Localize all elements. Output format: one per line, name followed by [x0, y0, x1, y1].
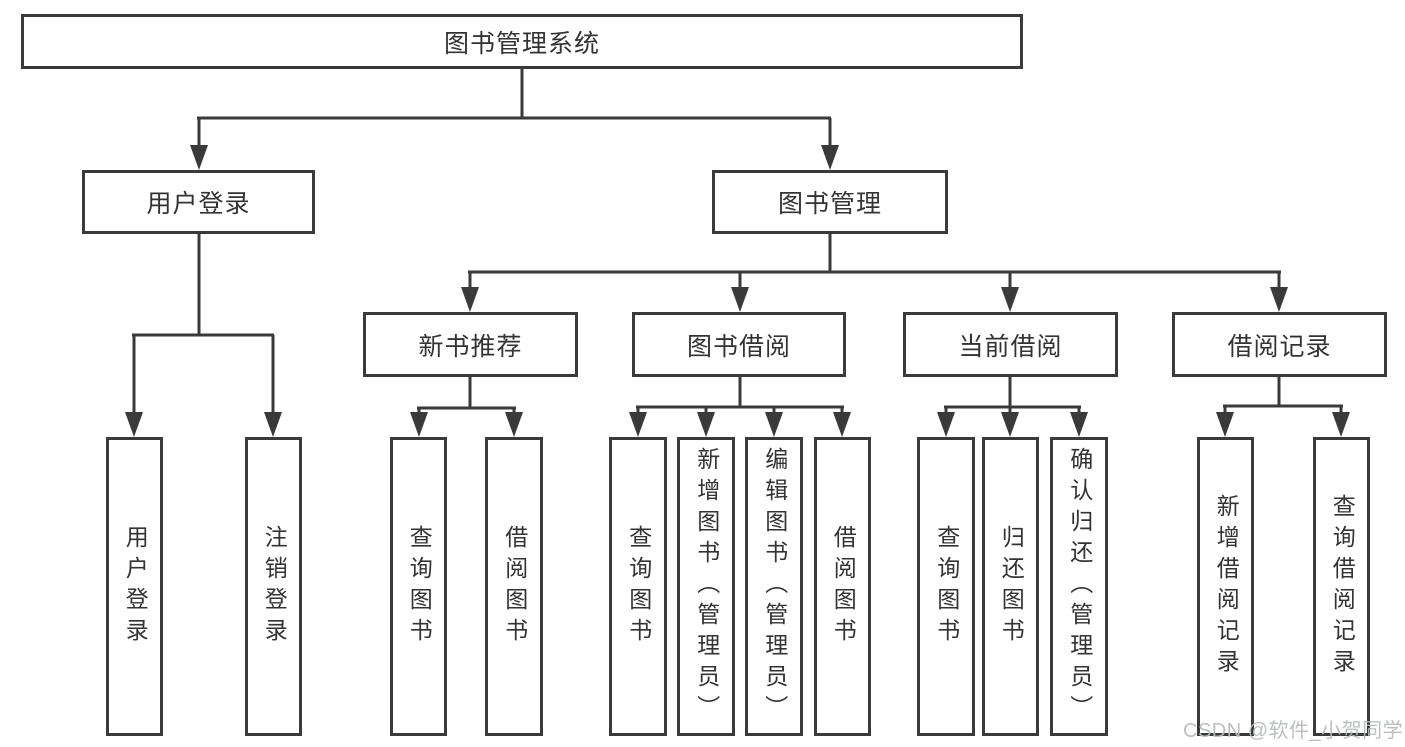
- arrow-down-icon: [821, 145, 839, 170]
- csdn-watermark: CSDN @软件_小贺同学: [1183, 720, 1404, 742]
- node-leaf-query-borrow-record: 查询借阅记录: [1313, 437, 1370, 736]
- arrow-down-icon: [1216, 412, 1234, 437]
- connector-current-borrowing-to-leaves: [937, 377, 1088, 437]
- node-label: 用户登录: [122, 524, 149, 649]
- node-leaf-add-book-admin: 新增图书（管理员）: [677, 437, 735, 736]
- node-label: 新增图书（管理员）: [693, 447, 720, 726]
- node-label: 编辑图书（管理员）: [761, 447, 788, 726]
- connector-new-book-recommend-to-leaves: [410, 377, 523, 437]
- node-label: 查询图书: [933, 524, 960, 649]
- arrow-down-icon: [1001, 287, 1019, 312]
- node-leaf-query-books-borrowing: 查询图书: [609, 437, 667, 736]
- arrow-down-icon: [937, 412, 955, 437]
- arrow-down-icon: [1070, 412, 1088, 437]
- node-leaf-borrow-books-recommend: 借阅图书: [485, 437, 543, 736]
- node-label: 查询借阅记录: [1329, 493, 1356, 680]
- node-label: 图书管理: [777, 190, 882, 218]
- arrow-down-icon: [629, 412, 647, 437]
- node-label: 用户登录: [146, 190, 251, 218]
- node-leaf-add-borrow-record: 新增借阅记录: [1197, 437, 1254, 736]
- node-label: 归还图书: [998, 524, 1025, 649]
- node-label: 查询图书: [406, 524, 433, 649]
- node-label: 图书借阅: [686, 332, 791, 361]
- connector-book-borrowing-to-leaves: [629, 377, 851, 437]
- node-leaf-query-books-current: 查询图书: [917, 437, 975, 736]
- arrow-down-icon: [461, 287, 479, 312]
- node-borrowing-records: 借阅记录: [1172, 312, 1387, 377]
- node-label: 当前借阅: [958, 332, 1063, 361]
- arrow-down-icon: [697, 412, 715, 437]
- arrow-down-icon: [731, 287, 749, 312]
- node-book-borrowing: 图书借阅: [632, 312, 846, 377]
- node-leaf-edit-book-admin: 编辑图书（管理员）: [745, 437, 803, 736]
- node-label: 查询图书: [625, 524, 652, 649]
- node-root-library-management-system: 图书管理系统: [21, 14, 1023, 69]
- node-leaf-confirm-return-admin: 确认归还（管理员）: [1050, 437, 1108, 736]
- arrow-down-icon: [264, 412, 282, 437]
- node-new-book-recommend: 新书推荐: [363, 312, 578, 377]
- node-label: 确认归还（管理员）: [1066, 447, 1093, 726]
- connector-borrowing-records-to-leaves: [1216, 377, 1350, 437]
- arrow-down-icon: [1270, 287, 1288, 312]
- node-label: 借阅图书: [830, 524, 857, 649]
- node-label: 借阅记录: [1227, 332, 1332, 361]
- arrow-down-icon: [1332, 412, 1350, 437]
- node-leaf-user-login: 用户登录: [106, 437, 163, 736]
- node-user-login: 用户登录: [82, 170, 315, 234]
- node-label: 新增借阅记录: [1213, 493, 1240, 680]
- node-leaf-query-books-recommend: 查询图书: [390, 437, 447, 736]
- node-leaf-logout: 注销登录: [245, 437, 302, 736]
- connector-user-login-to-leaves: [125, 234, 282, 437]
- connector-book-management-to-level3: [461, 234, 1288, 312]
- arrow-down-icon: [505, 412, 523, 437]
- node-book-management: 图书管理: [712, 170, 948, 234]
- node-label: 图书管理系统: [443, 29, 600, 58]
- arrow-down-icon: [833, 412, 851, 437]
- node-label: 新书推荐: [418, 332, 523, 361]
- node-label: 借阅图书: [501, 524, 528, 649]
- arrow-down-icon: [1001, 412, 1019, 437]
- node-leaf-borrow-books-borrowing: 借阅图书: [814, 437, 871, 736]
- node-current-borrowing: 当前借阅: [903, 312, 1118, 377]
- arrow-down-icon: [125, 412, 143, 437]
- node-leaf-return-books: 归还图书: [982, 437, 1039, 736]
- node-label: 注销登录: [261, 524, 288, 649]
- arrow-down-icon: [410, 412, 428, 437]
- arrow-down-icon: [190, 145, 208, 170]
- arrow-down-icon: [765, 412, 783, 437]
- connector-root-to-level2: [190, 69, 839, 170]
